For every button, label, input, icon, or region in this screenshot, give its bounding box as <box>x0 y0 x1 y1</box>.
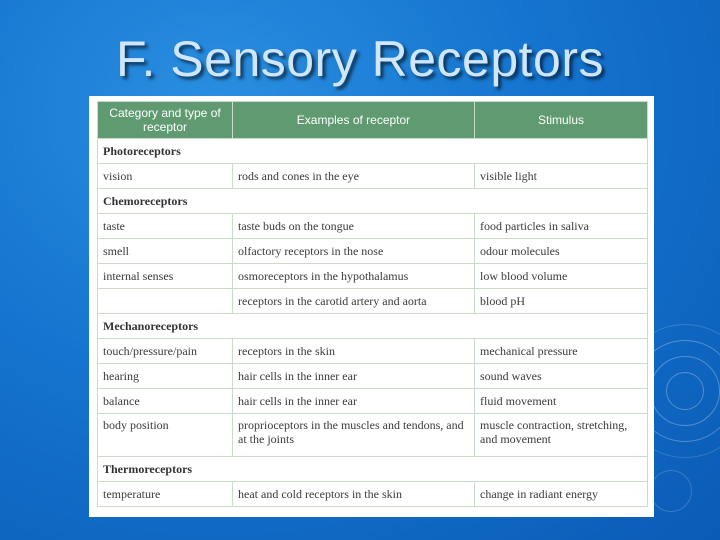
receptor-type-cell: internal senses <box>97 263 233 289</box>
receptor-example-cell: proprioceptors in the muscles and tendon… <box>232 413 475 457</box>
receptor-example-cell: osmoreceptors in the hypothalamus <box>232 263 475 289</box>
table-row: receptors in the carotid artery and aort… <box>97 288 648 314</box>
header-category: Category and type of receptor <box>97 101 233 139</box>
header-examples: Examples of receptor <box>232 101 475 139</box>
receptor-example-cell: hair cells in the inner ear <box>232 363 475 389</box>
stimulus-cell: food particles in saliva <box>474 213 648 239</box>
receptor-type-cell: temperature <box>97 481 233 507</box>
receptor-type-cell: taste <box>97 213 233 239</box>
sensory-receptors-table: Category and type of receptor Examples o… <box>97 101 648 507</box>
stimulus-cell: change in radiant energy <box>474 481 648 507</box>
category-label: Mechanoreceptors <box>97 313 648 339</box>
category-label: Thermoreceptors <box>97 456 648 482</box>
stimulus-cell: mechanical pressure <box>474 338 648 364</box>
stimulus-cell: visible light <box>474 163 648 189</box>
category-row: Thermoreceptors <box>97 456 648 482</box>
category-row: Photoreceptors <box>97 138 648 164</box>
receptor-type-cell: smell <box>97 238 233 264</box>
stimulus-cell: blood pH <box>474 288 648 314</box>
receptor-type-cell: touch/pressure/pain <box>97 338 233 364</box>
receptor-type-cell: balance <box>97 388 233 414</box>
receptor-type-cell: body position <box>97 413 233 457</box>
category-row: Mechanoreceptors <box>97 313 648 339</box>
receptor-type-cell <box>97 288 233 314</box>
header-stimulus: Stimulus <box>474 101 648 139</box>
stimulus-cell: muscle contraction, stretching, and move… <box>474 413 648 457</box>
stimulus-cell: sound waves <box>474 363 648 389</box>
table-panel: Category and type of receptor Examples o… <box>89 96 654 517</box>
slide-title: F. Sensory Receptors <box>116 31 604 87</box>
receptor-example-cell: taste buds on the tongue <box>232 213 475 239</box>
receptor-example-cell: receptors in the skin <box>232 338 475 364</box>
receptor-example-cell: heat and cold receptors in the skin <box>232 481 475 507</box>
stimulus-cell: fluid movement <box>474 388 648 414</box>
table-header-row: Category and type of receptor Examples o… <box>97 101 648 139</box>
receptor-example-cell: olfactory receptors in the nose <box>232 238 475 264</box>
category-label: Photoreceptors <box>97 138 648 164</box>
receptor-example-cell: receptors in the carotid artery and aort… <box>232 288 475 314</box>
stimulus-cell: odour molecules <box>474 238 648 264</box>
receptor-type-cell: hearing <box>97 363 233 389</box>
receptor-example-cell: hair cells in the inner ear <box>232 388 475 414</box>
receptor-example-cell: rods and cones in the eye <box>232 163 475 189</box>
category-row: Chemoreceptors <box>97 188 648 214</box>
category-label: Chemoreceptors <box>97 188 648 214</box>
receptor-type-cell: vision <box>97 163 233 189</box>
stimulus-cell: low blood volume <box>474 263 648 289</box>
